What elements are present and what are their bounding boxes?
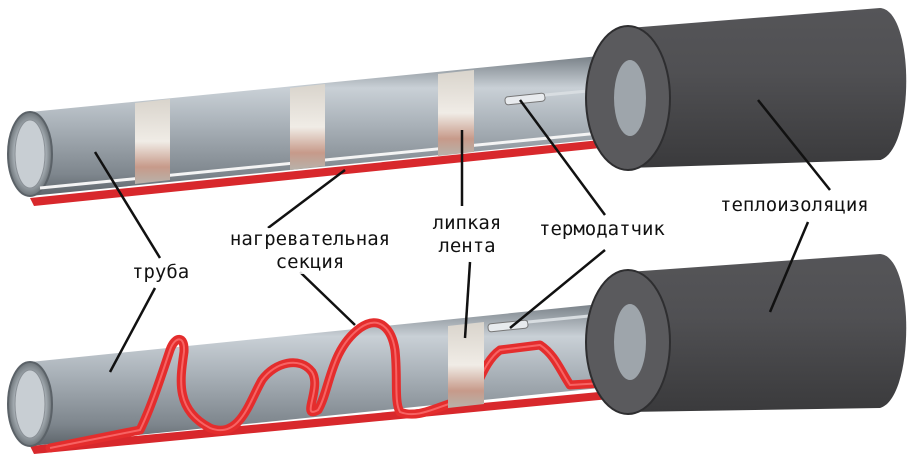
bottom-insulation-body — [628, 254, 907, 412]
top-tape-3 — [438, 70, 474, 156]
leader-sensor-top — [518, 99, 607, 216]
label-heating-section-line1: нагревательная — [229, 228, 391, 250]
leader-heating-bottom — [299, 271, 356, 326]
leader-tape-bottom — [463, 261, 472, 339]
top-tape-1 — [135, 99, 170, 184]
leader-insulation-top — [757, 99, 831, 191]
label-tape-line2: лента — [438, 235, 496, 257]
leader-heating-top — [267, 169, 346, 229]
top-pipe-body — [30, 52, 640, 196]
top-pipe-assembly — [7, 8, 907, 206]
label-tape-line1: липкая — [432, 212, 502, 234]
leader-sensor-bottom — [509, 249, 606, 329]
top-tape-2 — [290, 84, 325, 170]
label-pipe: труба — [130, 261, 192, 284]
top-heating-cable — [30, 138, 620, 206]
top-insulation-body — [628, 8, 907, 168]
bottom-thermosensor — [487, 319, 529, 333]
label-tape: липкая лента — [422, 212, 512, 258]
label-heating-section: нагревательная секция — [208, 228, 412, 274]
label-heating-section-line2: секция — [275, 251, 345, 273]
leader-pipe-top — [93, 151, 162, 259]
top-thermosensor — [504, 92, 546, 106]
leader-lines — [93, 99, 831, 373]
bottom-cable-under — [30, 390, 620, 454]
bottom-tape — [448, 322, 484, 408]
leader-pipe-bottom — [108, 287, 157, 373]
bottom-pipe-assembly — [7, 254, 907, 454]
label-thermosensor: термодатчик — [537, 218, 667, 241]
label-insulation: теплоизоляция — [718, 194, 871, 217]
leader-insulation-bottom — [768, 221, 810, 313]
